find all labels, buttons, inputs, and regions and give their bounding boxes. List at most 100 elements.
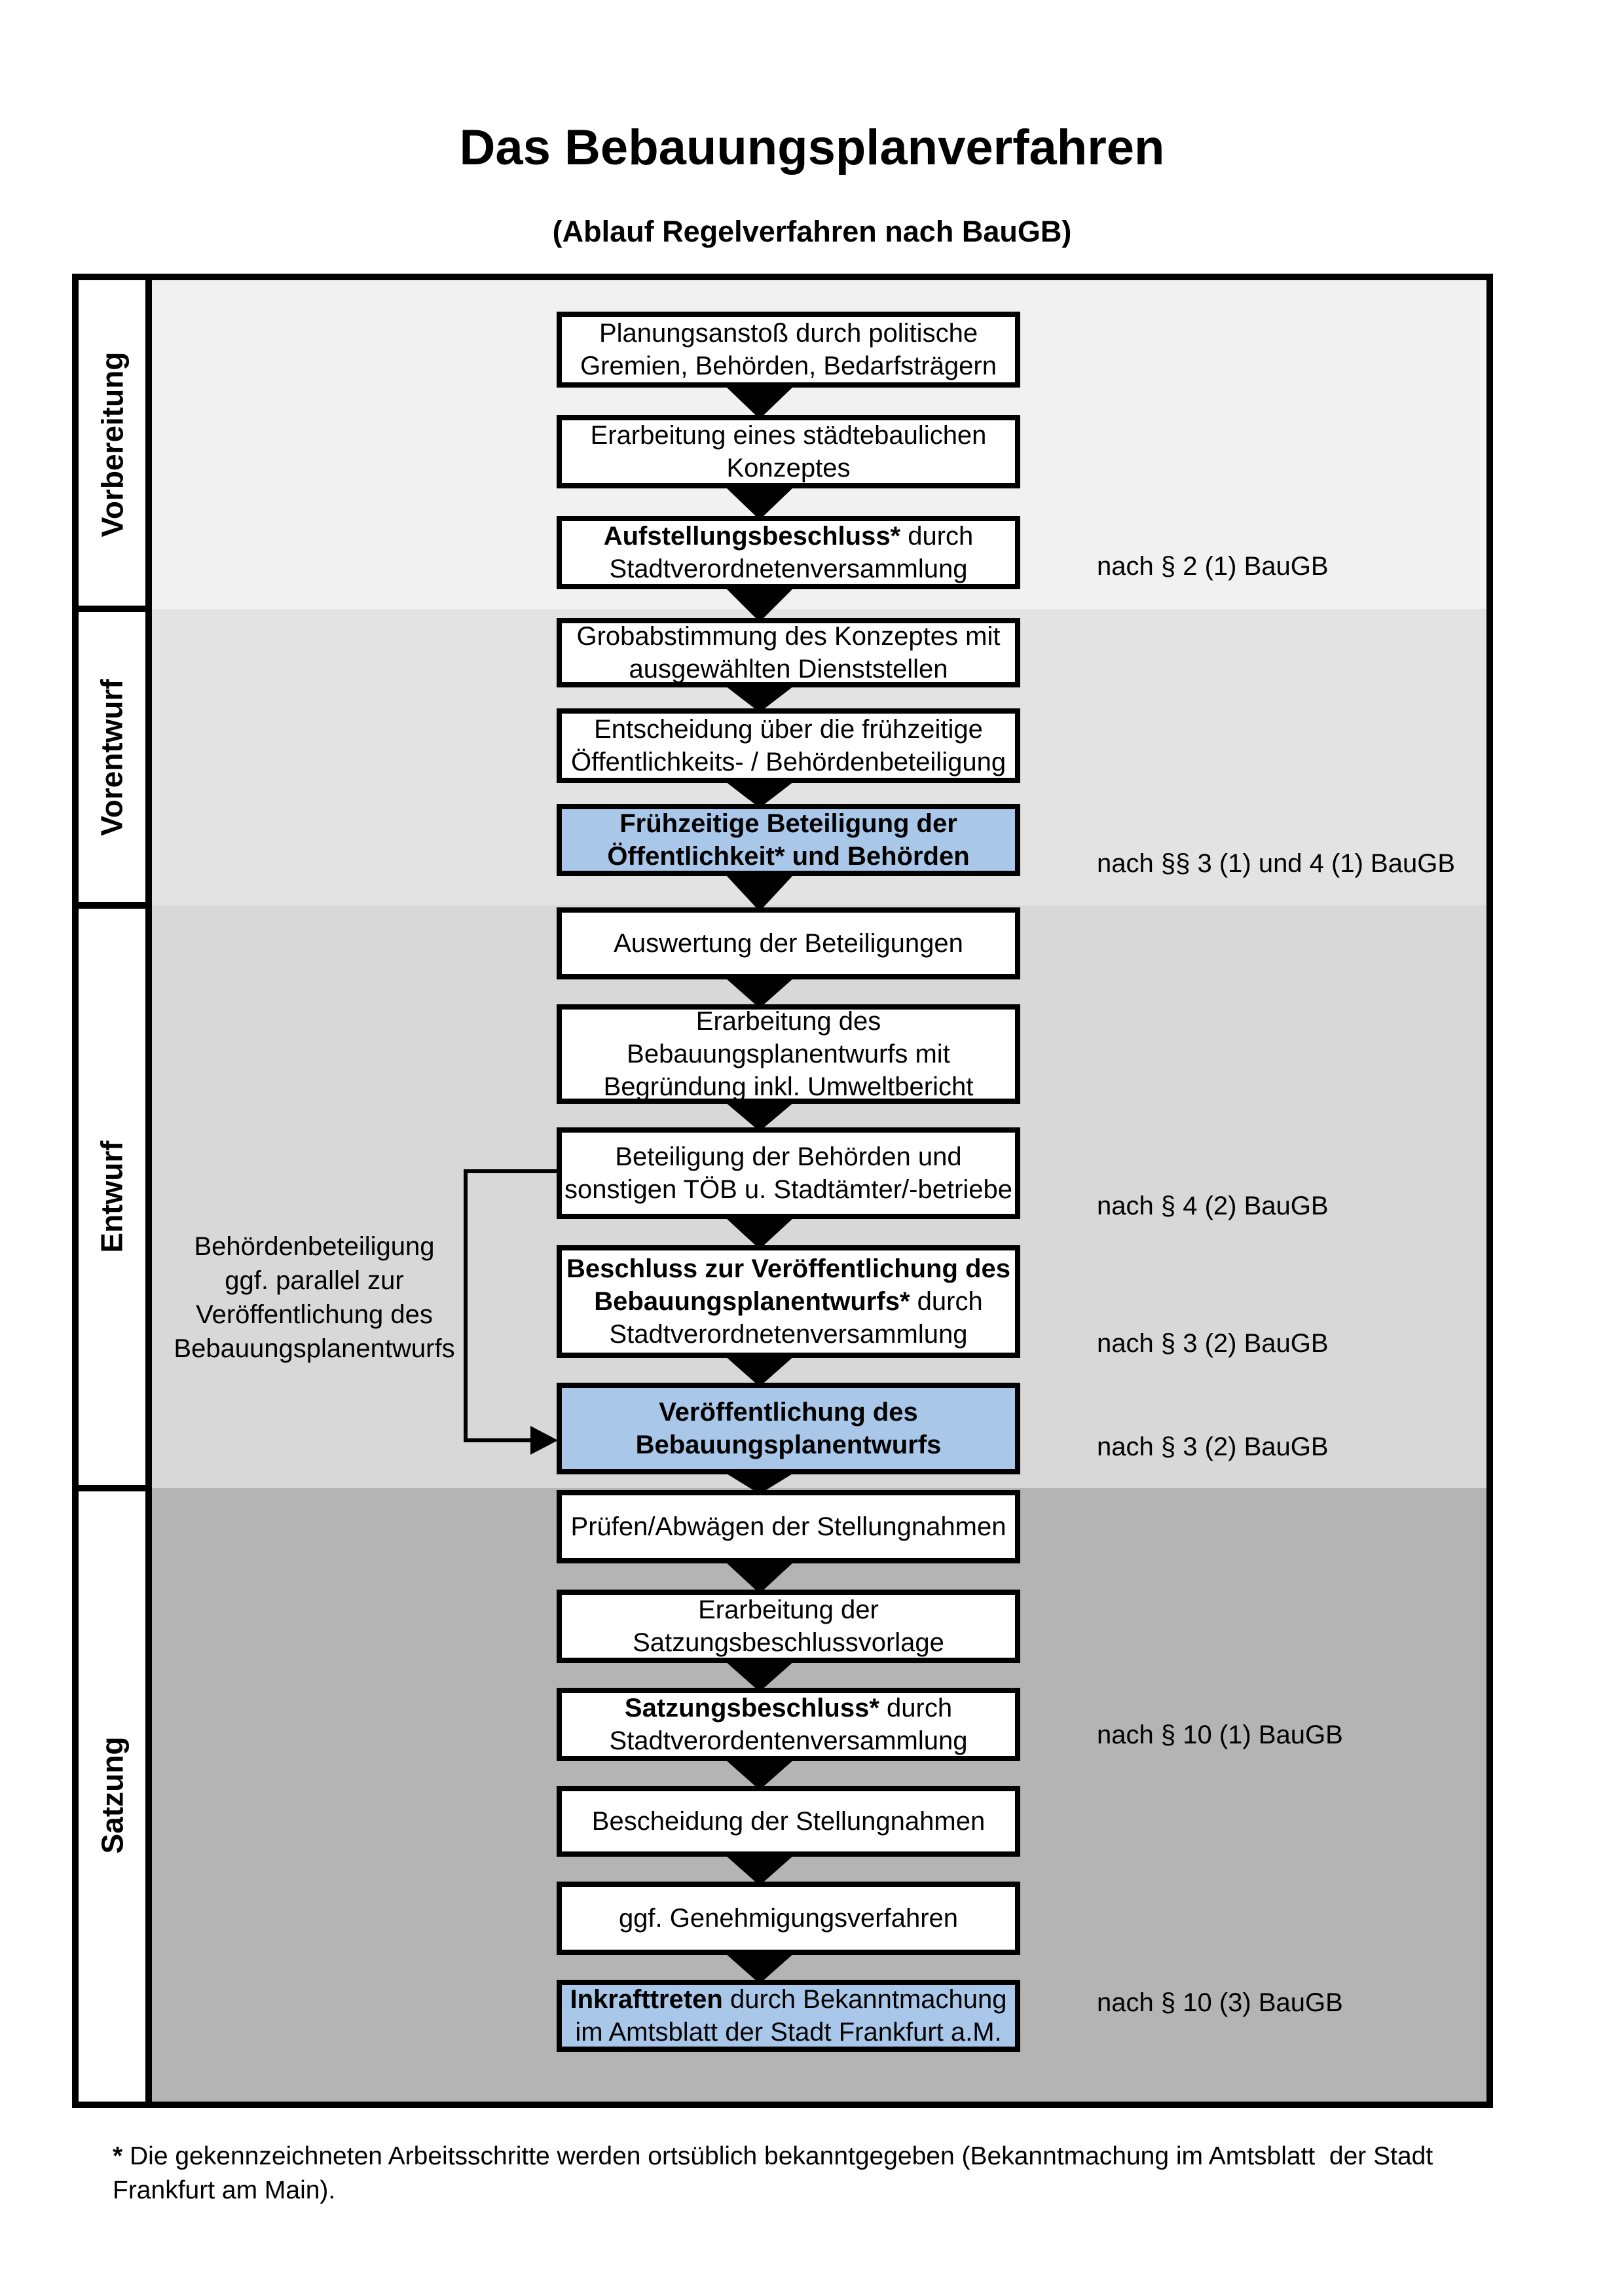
text-segment: Frühzeitige Beteiligung der [619, 809, 957, 838]
down-arrow-icon [726, 1357, 794, 1387]
phase-label-column [79, 280, 145, 2102]
text-segment: Öffentlichkeits- / Behördenbeteiligung [570, 748, 1006, 776]
text-segment: Öffentlichkeit* und Behörden [607, 842, 970, 871]
side-note-line: Veröffentlichung des [196, 1300, 433, 1329]
down-arrow-icon [726, 1218, 794, 1249]
down-arrow-icon [726, 1102, 794, 1131]
legal-ref: nach § 3 (2) BauGB [1097, 1329, 1329, 1358]
text-segment: Begründung inkl. Umweltbericht [603, 1072, 974, 1101]
text-segment: sonstigen TÖB u. Stadtämter/-betriebe [564, 1175, 1013, 1204]
text-segment: Erarbeitung der [698, 1595, 879, 1624]
down-arrow-icon [726, 782, 794, 808]
text-segment: Inkrafttreten [570, 1985, 723, 2014]
text-segment: * [113, 2142, 130, 2170]
step-genehmigungsverfahren: ggf. Genehmigungsverfahren [557, 1882, 1020, 1955]
right-arrow-icon [530, 1426, 558, 1455]
down-arrow-icon [726, 1562, 794, 1594]
footnote: * Die gekennzeichneten Arbeitsschritte w… [113, 2140, 1553, 2208]
diagram-title: Das Bebauungsplanverfahren [459, 120, 1165, 175]
down-arrow-icon [726, 386, 794, 419]
text-segment: Beschluss zur Veröffentlichung des [566, 1254, 1010, 1283]
down-arrow-icon [726, 588, 794, 622]
text-segment: durch [910, 1287, 983, 1316]
step-auswertung-beteiligungen: Auswertung der Beteiligungen [557, 907, 1020, 979]
text-segment: Prüfen/Abwägen der Stellungnahmen [570, 1512, 1006, 1541]
text-segment: durch Bekanntmachung [722, 1985, 1007, 2014]
text-segment: Planungsanstoß durch politische [599, 319, 978, 348]
diagram-subtitle: (Ablauf Regelverfahren nach BauGB) [552, 215, 1072, 248]
parallel-connector-bottom-line [464, 1438, 532, 1442]
down-arrow-icon [726, 686, 794, 712]
text-segment: Entscheidung über die frühzeitige [594, 715, 983, 744]
phase-column-divider [145, 280, 152, 2102]
text-segment: Stadtverordentenversammlung [609, 1726, 968, 1755]
text-segment: Stadtverordnetenversammlung [609, 1320, 968, 1349]
text-segment: Bebauungsplanentwurfs* [594, 1287, 910, 1316]
phase-label-text: Satzung [95, 1736, 130, 1853]
parallel-connector-vertical-line [464, 1169, 468, 1442]
text-segment: Gremien, Behörden, Bedarfsträgern [580, 352, 997, 380]
text-segment: Aufstellungsbeschluss* [603, 522, 901, 551]
text-segment: Beteiligung der Behörden und [615, 1142, 962, 1171]
phase-divider [79, 902, 152, 909]
text-segment: Grobabstimmung des Konzeptes mit [576, 622, 1001, 651]
down-arrow-icon [726, 487, 794, 520]
legal-ref: nach § 10 (1) BauGB [1097, 1721, 1343, 1749]
step-bescheidung-stellungnahmen: Bescheidung der Stellungnahmen [557, 1786, 1020, 1857]
step-grobabstimmung: Grobabstimmung des Konzeptes mit ausgewäh… [557, 618, 1020, 687]
text-segment: Satzungsbeschluss* [624, 1694, 879, 1722]
step-inkrafttreten: Inkrafttreten durch Bekanntmachung im Amt… [557, 1980, 1020, 2052]
text-segment: Auswertung der Beteiligungen [614, 929, 963, 958]
phase-label-text: Vorentwurf [95, 678, 129, 836]
text-segment: Stadtverordnetenversammlung [609, 555, 968, 583]
text-segment: im Amtsblatt der Stadt Frankfurt a.M. [575, 2018, 1002, 2047]
flowchart-frame [72, 274, 1493, 2108]
text-segment: Die gekennzeichneten Arbeitsschritte wer… [130, 2142, 1433, 2170]
legal-ref: nach § 4 (2) BauGB [1097, 1192, 1329, 1220]
step-pruefen-abwaegen: Prüfen/Abwägen der Stellungnahmen [557, 1490, 1020, 1563]
side-note-line: Behördenbeteiligung [194, 1232, 435, 1261]
phase-label-text: Vorbereitung [95, 352, 130, 538]
step-behoerdenbeteiligung-toeb: Beteiligung der Behörden und sonstigen TÖ… [557, 1127, 1020, 1219]
text-segment: Bebauungsplanentwurfs mit [627, 1040, 950, 1068]
text-segment: Veröffentlichung des [659, 1398, 918, 1427]
text-segment: Frankfurt am Main). [113, 2176, 336, 2204]
text-segment: Konzeptes [726, 454, 851, 483]
parallel-connector-top-line [464, 1169, 557, 1173]
down-arrow-icon [726, 978, 794, 1008]
text-segment: Erarbeitung des [695, 1007, 881, 1036]
phase-divider [79, 1485, 152, 1491]
down-arrow-icon [726, 1855, 794, 1886]
text-segment: Bebauungsplanentwurfs [635, 1430, 942, 1459]
text-segment: Erarbeitung eines städtebaulichen [590, 421, 987, 450]
text-segment: Satzungsbeschlussvorlage [633, 1628, 944, 1657]
phase-label-vorentwurf: Vorentwurf [79, 609, 145, 905]
text-segment: ggf. Genehmigungsverfahren [618, 1904, 959, 1933]
down-arrow-icon [726, 1954, 794, 1984]
legal-ref: nach § 10 (3) BauGB [1097, 1988, 1343, 2017]
legal-ref: nach § 3 (2) BauGB [1097, 1432, 1329, 1461]
phase-divider [79, 606, 152, 612]
phase-label-satzung: Satzung [79, 1488, 145, 2102]
text-segment: Bescheidung der Stellungnahmen [591, 1807, 986, 1836]
side-note-line: Bebauungsplanentwurfs [174, 1334, 455, 1363]
text-segment: durch [879, 1694, 953, 1722]
text-segment: ausgewählten Dienststellen [629, 655, 948, 683]
text-segment: durch [900, 522, 974, 551]
down-arrow-icon [726, 1760, 794, 1790]
down-arrow-icon [726, 875, 794, 911]
phase-label-entwurf: Entwurf [79, 905, 145, 1488]
legal-ref: nach § 2 (1) BauGB [1097, 552, 1329, 581]
